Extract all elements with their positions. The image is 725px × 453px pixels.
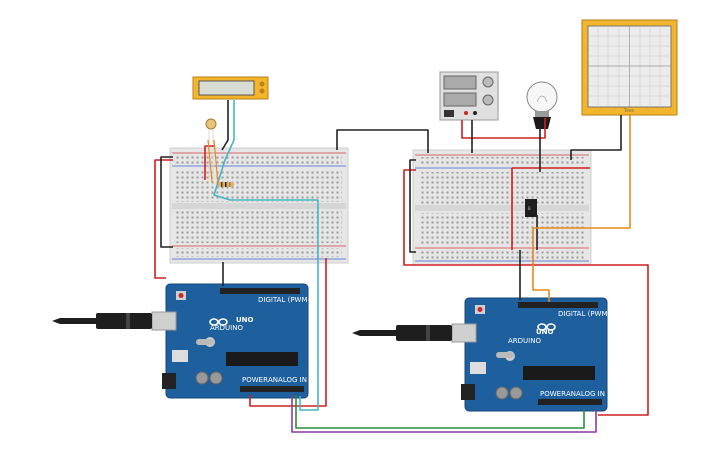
transistor-mark: B — [528, 206, 531, 211]
arduino-left-analog-label: ANALOG IN — [268, 376, 307, 384]
arduino-right-model: UNO — [536, 328, 554, 336]
arduino-left-power-label: POWER — [242, 376, 268, 384]
lcd-display[interactable] — [192, 76, 269, 100]
arduino-right-analog-label: ANALOG IN — [566, 390, 605, 398]
arduino-left-logo-icon — [209, 318, 228, 326]
arduino-left-digital-label: DIGITAL (PWM~) — [258, 296, 316, 304]
arduino-left-model: UNO — [236, 316, 254, 324]
light-bulb[interactable] — [526, 81, 558, 129]
power-supply[interactable] — [439, 71, 499, 121]
arduino-right-power-label: POWER — [540, 390, 566, 398]
arduino-right-logo-icon — [537, 323, 556, 331]
arduino-uno-right[interactable]: UNO ARDUINO DIGITAL (PWM~) ANALOG IN POW… — [461, 297, 616, 412]
usb-cable-right[interactable] — [352, 323, 477, 343]
arduino-right-brand: ARDUINO — [508, 337, 541, 345]
oscilloscope-time-label: Time — [623, 108, 634, 113]
wires[interactable] — [154, 100, 649, 433]
resistor[interactable] — [218, 182, 234, 187]
breadboard-left[interactable] — [169, 147, 349, 264]
arduino-uno-left[interactable]: UNO ARDUINO DIGITAL (PWM~) ANALOG IN POW… — [162, 283, 316, 399]
arduino-right-digital-label: DIGITAL (PWM~) — [558, 310, 616, 318]
oscilloscope[interactable]: Time — [581, 19, 678, 116]
usb-cable-left[interactable] — [52, 311, 177, 331]
transistor[interactable]: B — [525, 199, 537, 217]
arduino-left-brand: ARDUINO — [210, 324, 243, 332]
